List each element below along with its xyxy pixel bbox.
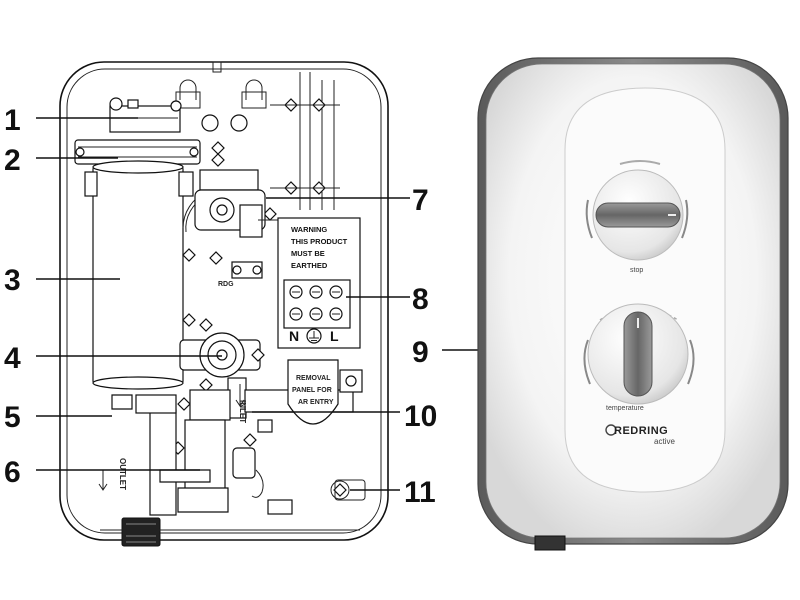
stop-knob: stop [585,160,689,274]
brand-logo: REDRING active [605,424,675,446]
mounting-rails [270,72,340,210]
cover-outlet-connector [534,535,566,551]
front-cover: stop temperature REDRING active [477,57,789,551]
removal-panel: REMOVAL PANEL FOR AR ENTRY [287,359,339,425]
warning-line-3: MUST BE [291,249,325,258]
outlet-label: OUTLET [118,458,127,490]
hole-right [230,114,248,132]
warning-line-1: WARNING [291,225,327,234]
brand-name: REDRING [614,425,668,437]
callout-7: 7 [412,184,429,217]
cable-slot [267,499,293,515]
callout-11: 11 [404,476,436,509]
backplate-outline [59,61,389,541]
callout-9: 9 [412,336,429,369]
callout-1: 1 [4,104,21,137]
removal-panel-line-2: PANEL FOR [292,387,332,394]
terminal-screws [289,285,343,321]
terminal-neutral-label: N [289,328,299,344]
fixing-hooks [175,61,267,109]
solenoid-valve: RDG [182,169,278,288]
outlet-fitting [121,517,161,547]
warning-line-4: EARTHED [291,261,328,270]
flow-valve [179,318,265,392]
outlet-arrow-icon [98,470,108,491]
callout-6: 6 [4,456,21,489]
warning-line-2: THIS PRODUCT [291,237,348,246]
temperature-label: temperature [606,405,644,412]
temperature-knob: temperature [583,303,695,412]
callouts: 1 2 3 4 5 6 7 8 9 10 11 [4,104,540,509]
fixing-cross [270,98,340,195]
pressure-relief-device [109,97,182,133]
callout-5: 5 [4,401,21,434]
cover-fixing [330,479,366,501]
inlet-label: INLET [238,400,247,423]
small-component-label: RDG [218,281,234,288]
backplate-inner-outline [66,68,382,534]
thermal-cutout [74,139,201,165]
terminal-block: WARNING THIS PRODUCT MUST BE EARTHED N L [277,217,361,349]
removal-panel-line-3: AR ENTRY [298,399,334,406]
callout-2: 2 [4,144,21,177]
brand-model: active [654,437,675,446]
stop-label: stop [630,267,643,274]
callout-8: 8 [412,283,429,316]
terminal-live-label: L [330,328,339,344]
callout-4: 4 [4,342,21,375]
callout-3: 3 [4,264,21,297]
removal-panel-line-1: REMOVAL [296,375,331,382]
internal-unit: RDG WARNING THIS PRODUCT MUST BE EARTHED… [59,61,389,547]
hole-left [201,114,219,132]
callout-10: 10 [404,400,437,433]
heater-can [84,160,194,390]
pipework [111,377,264,516]
